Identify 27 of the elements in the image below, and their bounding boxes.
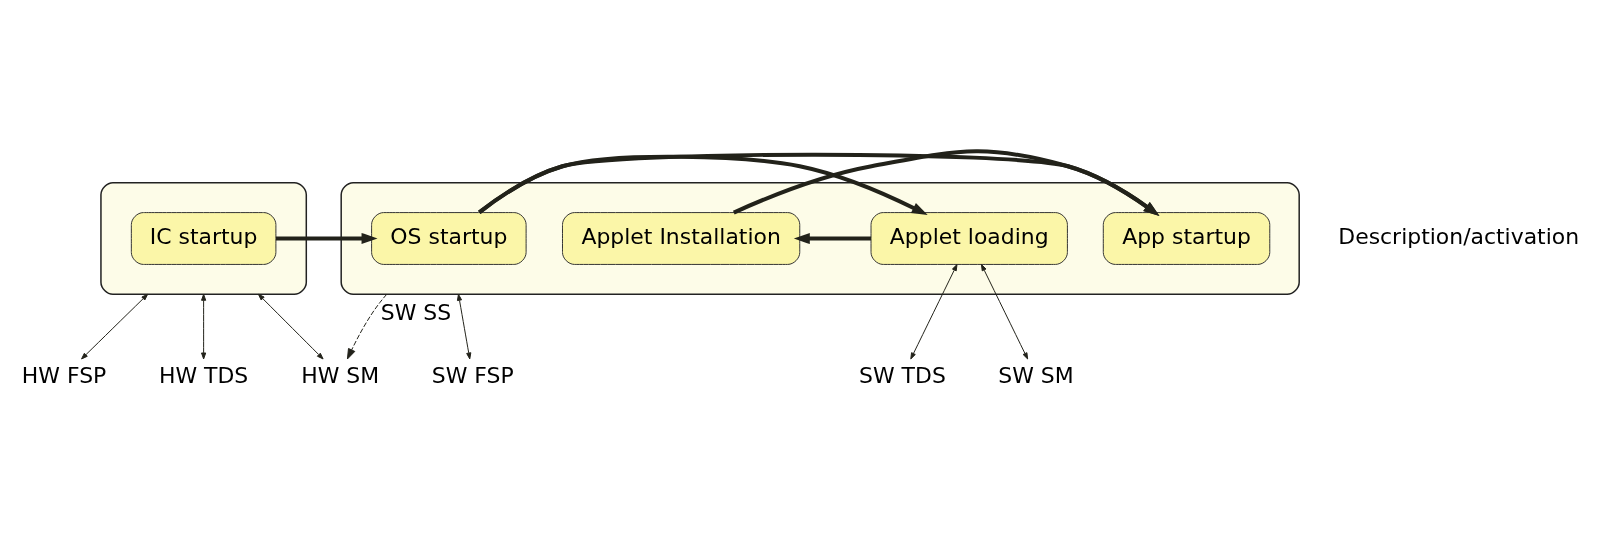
cluster <box>100 181 308 295</box>
node-text: SW SM <box>998 362 1074 388</box>
arrow <box>257 293 324 359</box>
arrow <box>275 232 378 244</box>
arrow <box>456 293 472 359</box>
node-box: OS startup <box>371 211 527 265</box>
node-text: SW FSP <box>431 362 514 388</box>
arrow <box>478 152 1160 216</box>
node-text: SW TDS <box>859 362 946 388</box>
node-box: IC startup <box>130 211 277 265</box>
node-text: HW FSP <box>21 362 107 388</box>
arrow <box>201 293 207 359</box>
arrow <box>793 232 871 244</box>
arrow <box>478 154 928 215</box>
arrow <box>980 263 1029 359</box>
arrow <box>346 293 388 359</box>
edge-label: SW SS <box>380 299 452 325</box>
arrow <box>910 263 958 359</box>
arrow <box>733 148 1160 216</box>
cluster <box>340 181 1300 295</box>
node-text: HW TDS <box>158 362 249 388</box>
node-box: Applet loading <box>870 211 1068 265</box>
node-box: App startup <box>1102 211 1271 265</box>
label: Description/activation <box>1338 223 1580 249</box>
arrow <box>81 293 149 359</box>
node-box: Applet Installation <box>562 211 801 265</box>
node-text: HW SM <box>301 362 380 388</box>
